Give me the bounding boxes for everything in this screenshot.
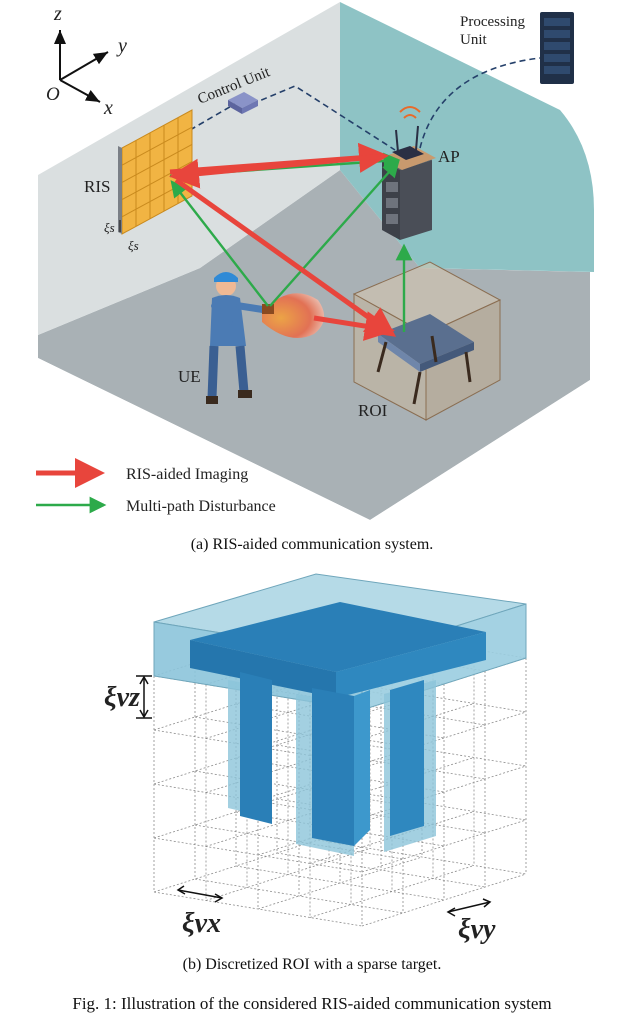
voxel-grid-line (235, 865, 445, 901)
voxel-grid-line (153, 891, 363, 927)
legend-label-multipath: Multi-path Disturbance (126, 498, 276, 515)
xi-vz-label: ξvz (104, 682, 140, 713)
legend: RIS-aided Imaging Multi-path Disturbance (36, 458, 276, 515)
target-side (336, 632, 486, 698)
processing-unit-label-1: Processing (460, 14, 525, 30)
xi-vy-label: ξvy (458, 914, 496, 945)
caption-panel-b: (b) Discretized ROI with a sparse target… (182, 956, 442, 973)
axis-y-label: y (116, 35, 127, 57)
voxel-grid-line (361, 819, 527, 873)
axis-origin-label: O (46, 84, 60, 105)
xi-vx-label: ξvx (182, 908, 221, 939)
voxel-grid-line (309, 865, 475, 918)
leg-center (312, 688, 354, 846)
ue-label: UE (178, 367, 201, 386)
voxel-grid-line (153, 677, 319, 731)
leg-center-side (354, 690, 370, 846)
roi-label: ROI (358, 401, 388, 420)
voxel-grid-line (361, 873, 527, 927)
floor-front-edge (38, 358, 590, 532)
voxel-grid-line (317, 839, 527, 875)
caption-panel-a: (a) RIS-aided communication system. (190, 536, 434, 553)
voxel-grid-line (205, 848, 371, 901)
ue-person (206, 272, 274, 404)
link-ris-control (189, 103, 236, 131)
link-control-ap (251, 85, 396, 151)
link-ap-processing (419, 57, 541, 149)
processing-unit-label-2: Unit (460, 32, 488, 48)
imaging-arrows (169, 142, 397, 341)
dim-xi-vx (176, 885, 224, 903)
target-front (190, 640, 336, 698)
dim-xi-vy (446, 898, 492, 917)
panel-a-room (38, 2, 594, 532)
voxel-grid-line (257, 856, 423, 910)
voxel-grid-line (257, 694, 423, 748)
voxel-grid-line (309, 811, 475, 864)
leg-left (240, 672, 272, 824)
roi-box (352, 261, 502, 421)
xi-s-vertical-label: ξs (104, 220, 115, 235)
ris-panel (118, 109, 193, 235)
ris-label: RIS (84, 177, 110, 196)
legend-label-imaging: RIS-aided Imaging (126, 466, 248, 483)
voxel-grid-line (276, 852, 486, 888)
leg-right (390, 680, 424, 836)
processing-unit-icon (540, 12, 574, 84)
xi-s-horizontal-label: ξs (128, 238, 139, 253)
voxel-grid-line (194, 878, 404, 914)
voxel-grid-line (205, 794, 371, 847)
voxel-grid-line (153, 839, 319, 893)
voxel-grid-line (153, 731, 319, 785)
voxel-grid-line (257, 802, 423, 856)
figure-caption: Fig. 1: Illustration of the considered R… (72, 994, 552, 1013)
ap-label: AP (438, 147, 460, 166)
control-unit-icon (228, 92, 258, 114)
voxel-grid-line (153, 785, 319, 839)
target-top (190, 602, 486, 672)
coordinate-axes (54, 30, 109, 103)
axis-z-label: z (53, 3, 62, 25)
dim-xi-vz (136, 675, 152, 719)
voxel-grid-line (257, 748, 423, 802)
ue-beam-lobe (262, 293, 325, 338)
voxel-grid (153, 573, 527, 927)
axis-x-label: x (103, 97, 113, 119)
room-floor (38, 170, 590, 520)
